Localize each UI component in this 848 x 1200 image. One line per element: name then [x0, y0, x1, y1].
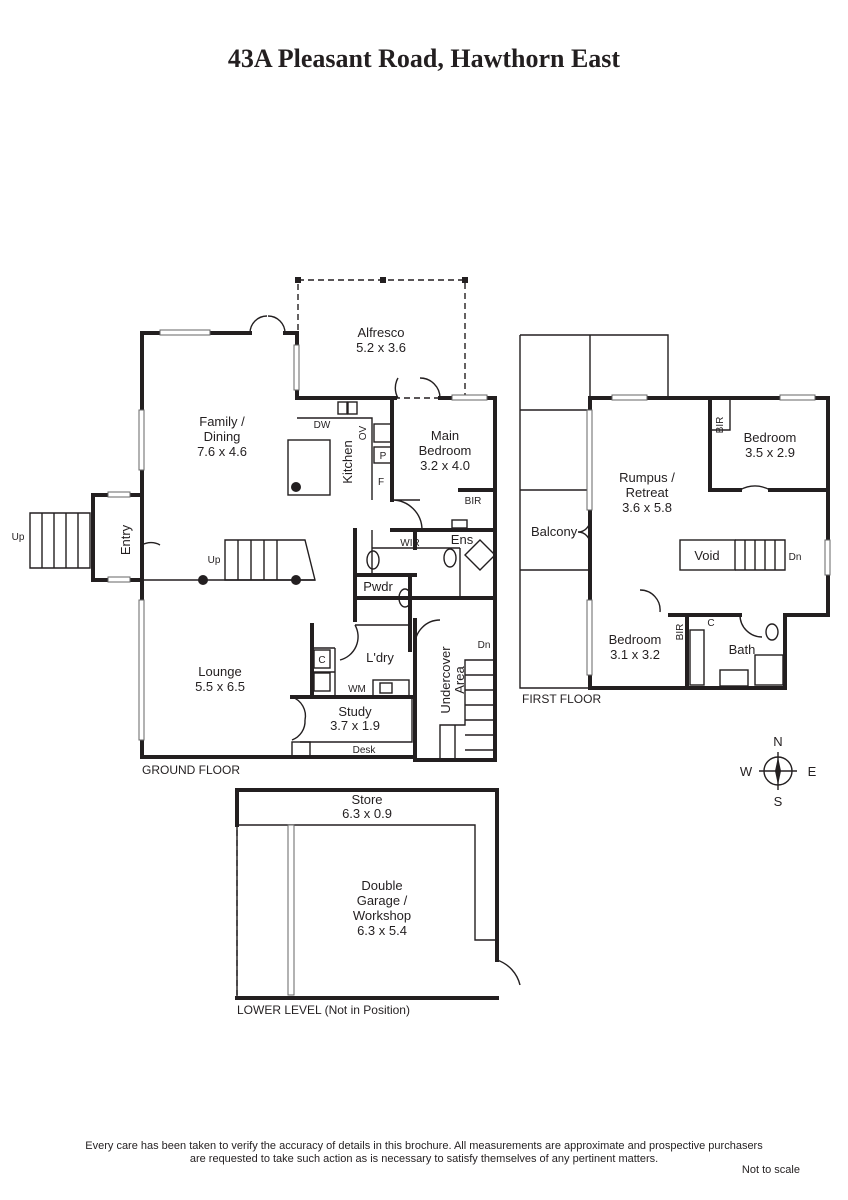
room-label-family: Family /: [199, 414, 245, 429]
room-label-workshop: Workshop: [353, 908, 411, 923]
room-size-main-bedroom: 3.2 x 4.0: [420, 458, 470, 473]
room-label-lounge: Lounge: [198, 664, 241, 679]
disclaimer-line-1: Every care has been taken to verify the …: [85, 1140, 763, 1152]
room-size-rumpus: 3.6 x 5.8: [622, 500, 672, 515]
desk-label: Desk: [353, 745, 377, 756]
room-label-dining: Dining: [204, 429, 241, 444]
room-label-area: Area: [452, 666, 467, 694]
washing-machine-label: WM: [348, 684, 366, 695]
room-label-garage-2: Garage /: [357, 893, 408, 908]
disclaimer-line-2: are requested to take such action as is …: [189, 1153, 659, 1165]
room-label-laundry: L'dry: [366, 650, 394, 665]
room-label-void: Void: [694, 548, 719, 563]
room-size-study: 3.7 x 1.9: [330, 718, 380, 733]
cupboard-label-ff: C: [707, 618, 714, 629]
first-floor-label: FIRST FLOOR: [522, 692, 601, 706]
compass-north: N: [773, 734, 782, 749]
lower-level-label: LOWER LEVEL (Not in Position): [237, 1003, 410, 1017]
room-size-lounge: 5.5 x 6.5: [195, 679, 245, 694]
room-label-entry: Entry: [118, 524, 133, 555]
room-label-bedroom-2: Bedroom: [609, 632, 662, 647]
room-size-garage: 6.3 x 5.4: [357, 923, 407, 938]
ground-floor: Alfresco 5.2 x 3.6 Family / Dining 7.6 x…: [12, 277, 497, 777]
dishwasher-label: DW: [314, 420, 331, 431]
room-label-main-bedroom: Main: [431, 428, 459, 443]
room-label-study: Study: [338, 704, 372, 719]
room-label-garage: Double: [361, 878, 402, 893]
room-size-bedroom-2: 3.1 x 3.2: [610, 647, 660, 662]
room-size-alfresco: 5.2 x 3.6: [356, 340, 406, 355]
lower-level: Store 6.3 x 0.9 Double Garage / Workshop…: [235, 788, 521, 1017]
room-label-ens: Ens: [451, 532, 474, 547]
room-label-alfresco: Alfresco: [358, 325, 405, 340]
stairs-down-label-ff: Dn: [789, 552, 802, 563]
stairs-up-label: Up: [208, 555, 221, 566]
fridge-label: F: [378, 477, 384, 488]
room-size-store: 6.3 x 0.9: [342, 806, 392, 821]
stairs-down-label: Dn: [478, 640, 491, 651]
oven-label: OV: [358, 425, 369, 440]
room-size-bedroom-1: 3.5 x 2.9: [745, 445, 795, 460]
first-floor: Balcony Rumpus / Retreat 3.6 x 5.8 Bedro…: [519, 334, 831, 706]
room-label-bedroom-1: Bedroom: [744, 430, 797, 445]
ground-floor-label: GROUND FLOOR: [142, 763, 240, 777]
room-label-bath: Bath: [729, 642, 756, 657]
not-to-scale-note: Not to scale: [741, 1164, 800, 1176]
room-label-balcony: Balcony: [531, 524, 578, 539]
compass-south: S: [774, 794, 783, 809]
cupboard-label: C: [318, 655, 325, 666]
room-label-bir-1: BIR: [715, 417, 726, 434]
room-label-bir-2: BIR: [675, 624, 686, 641]
disclaimer: Every care has been taken to verify the …: [0, 1140, 848, 1166]
room-label-main-bedroom-2: Bedroom: [419, 443, 472, 458]
compass-west: W: [740, 764, 753, 779]
room-label-wir: WIR: [400, 538, 419, 549]
property-title: 43A Pleasant Road, Hawthorn East: [227, 44, 621, 73]
room-label-store: Store: [351, 792, 382, 807]
compass-east: E: [808, 764, 817, 779]
room-size-family: 7.6 x 4.6: [197, 444, 247, 459]
room-label-rumpus: Rumpus /: [619, 470, 675, 485]
room-label-bir: BIR: [465, 496, 482, 507]
pantry-label: P: [380, 451, 387, 462]
room-label-pwdr: Pwdr: [363, 579, 393, 594]
entry-stairs-up-label: Up: [12, 532, 25, 543]
compass-icon: N S E W: [740, 734, 817, 809]
room-label-undercover: Undercover: [438, 646, 453, 714]
room-label-kitchen: Kitchen: [340, 440, 355, 483]
room-label-retreat: Retreat: [626, 485, 669, 500]
